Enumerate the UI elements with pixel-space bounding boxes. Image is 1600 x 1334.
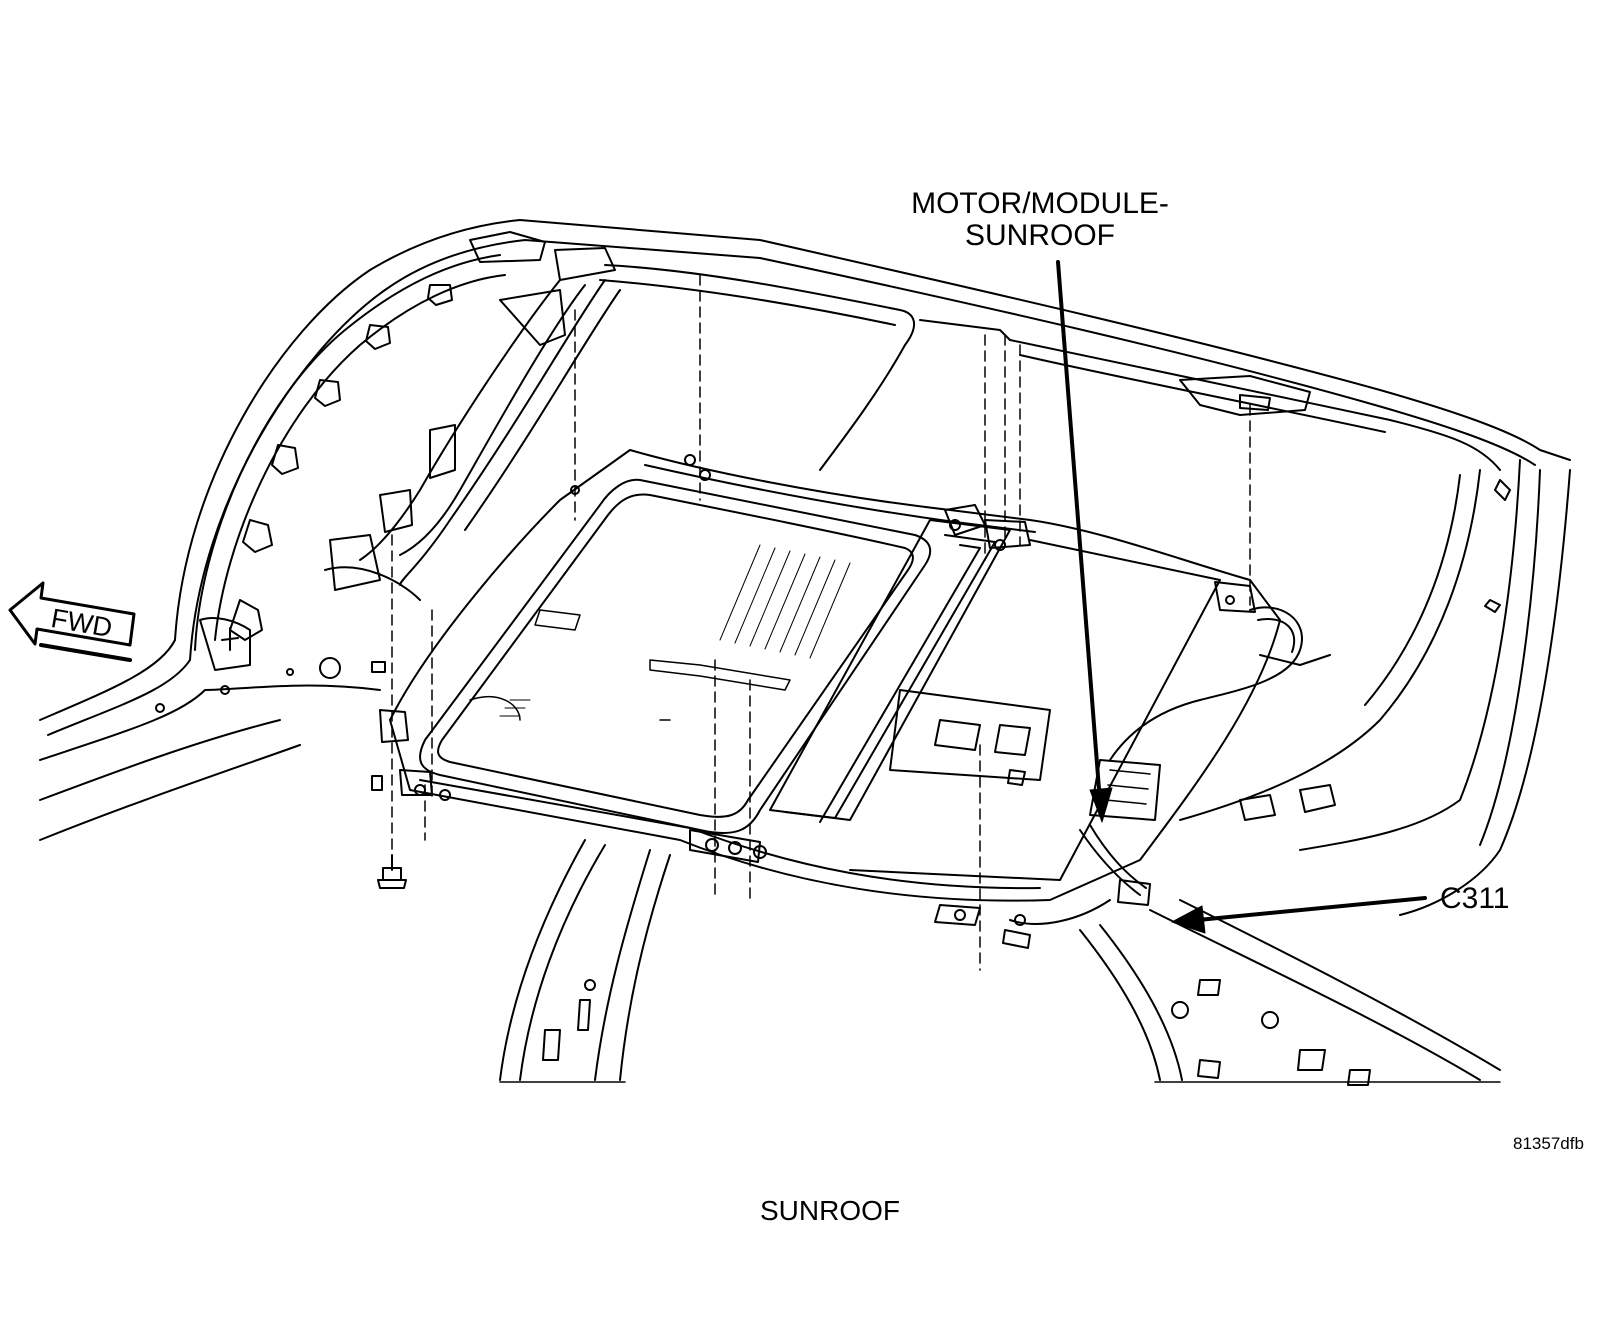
motor-module-sunroof-callout: MOTOR/MODULE- SUNROOF bbox=[900, 188, 1180, 252]
motor-module-arrowhead bbox=[1089, 787, 1113, 823]
sunroof-module-frame bbox=[379, 449, 1281, 926]
rear-roof-area bbox=[1009, 339, 1511, 821]
leader-arrows bbox=[1056, 260, 1427, 934]
roof-panel-outline bbox=[39, 219, 1571, 916]
c311-leader-line bbox=[1196, 896, 1427, 922]
c311-connector-callout: C311 bbox=[1440, 882, 1510, 915]
motor-module-leader-line bbox=[1056, 260, 1102, 804]
motor-module-callout-line1: MOTOR/MODULE- bbox=[911, 187, 1169, 220]
fwd-arrow-icon bbox=[8, 581, 136, 662]
figure-caption: SUNROOF bbox=[760, 1195, 900, 1226]
figure-id: 81357dfb bbox=[1513, 1134, 1584, 1153]
c311-arrowhead bbox=[1171, 905, 1206, 934]
lower-body-pillars bbox=[155, 657, 1501, 1086]
front-header bbox=[194, 231, 546, 671]
motor-module-callout-line2: SUNROOF bbox=[965, 219, 1115, 252]
center-bow bbox=[324, 247, 616, 601]
hoses-and-wiring bbox=[1002, 606, 1331, 949]
roof-opening bbox=[399, 264, 1011, 586]
bolt bbox=[371, 775, 407, 889]
alignment-lines bbox=[391, 274, 1251, 971]
